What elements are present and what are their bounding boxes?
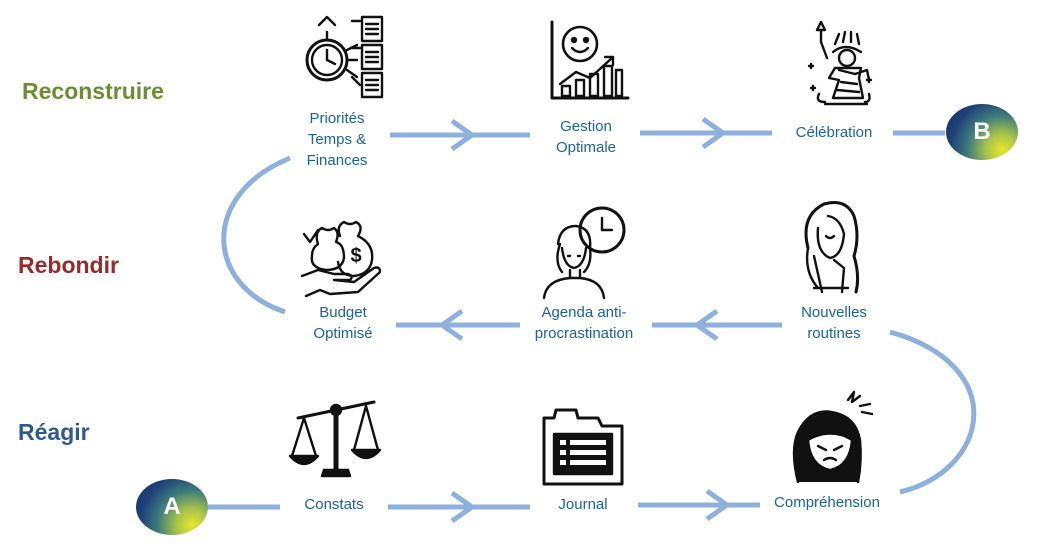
arrowhead-agenda-budget [437,308,464,342]
arrowhead-priorites-gestion [450,118,477,152]
node-label-constats: Constats [304,496,364,513]
node-label-routines: Nouvelles routines [801,304,867,342]
svg-text:$: $ [350,245,361,267]
curve-left [221,155,291,315]
arrowhead-gestion-celebration [701,116,728,150]
stressed-woman-icon [792,390,874,484]
start-badge: A [136,479,208,535]
node-label-priorites: Priorités Temps & Finances [306,110,368,169]
smiley-growth-chart-icon [550,20,630,100]
hand-money-bag-icon: $ [300,220,382,298]
clock-documents-icon [305,15,384,99]
row-label-rebondir: Rebondir [18,252,119,278]
row-label-reagir: Réagir [18,419,90,445]
connectors [208,116,977,524]
end-badge: B [946,104,1018,160]
node-label-celebration: Célébration [795,124,873,141]
node-label-gestion: Gestion Optimale [555,118,617,156]
row-label-reconstruire: Reconstruire [22,78,164,104]
folder-list-icon [542,408,624,486]
arrowhead-routines-agenda [692,308,719,342]
woman-clock-icon [542,206,626,300]
node-label-budget: Budget Optimisé [313,304,373,342]
node-label-comprehension: Compréhension [774,494,880,511]
sleeping-woman-icon [804,201,860,294]
node-label-agenda: Agenda anti- procrastination [534,304,634,342]
node-label-journal: Journal [558,496,608,513]
arrowhead-journal-comprehension [705,488,732,522]
curve-right [889,329,977,495]
balance-scale-icon [288,400,382,478]
statue-of-liberty-icon [807,20,873,106]
arrowhead-constats-journal [450,490,477,524]
